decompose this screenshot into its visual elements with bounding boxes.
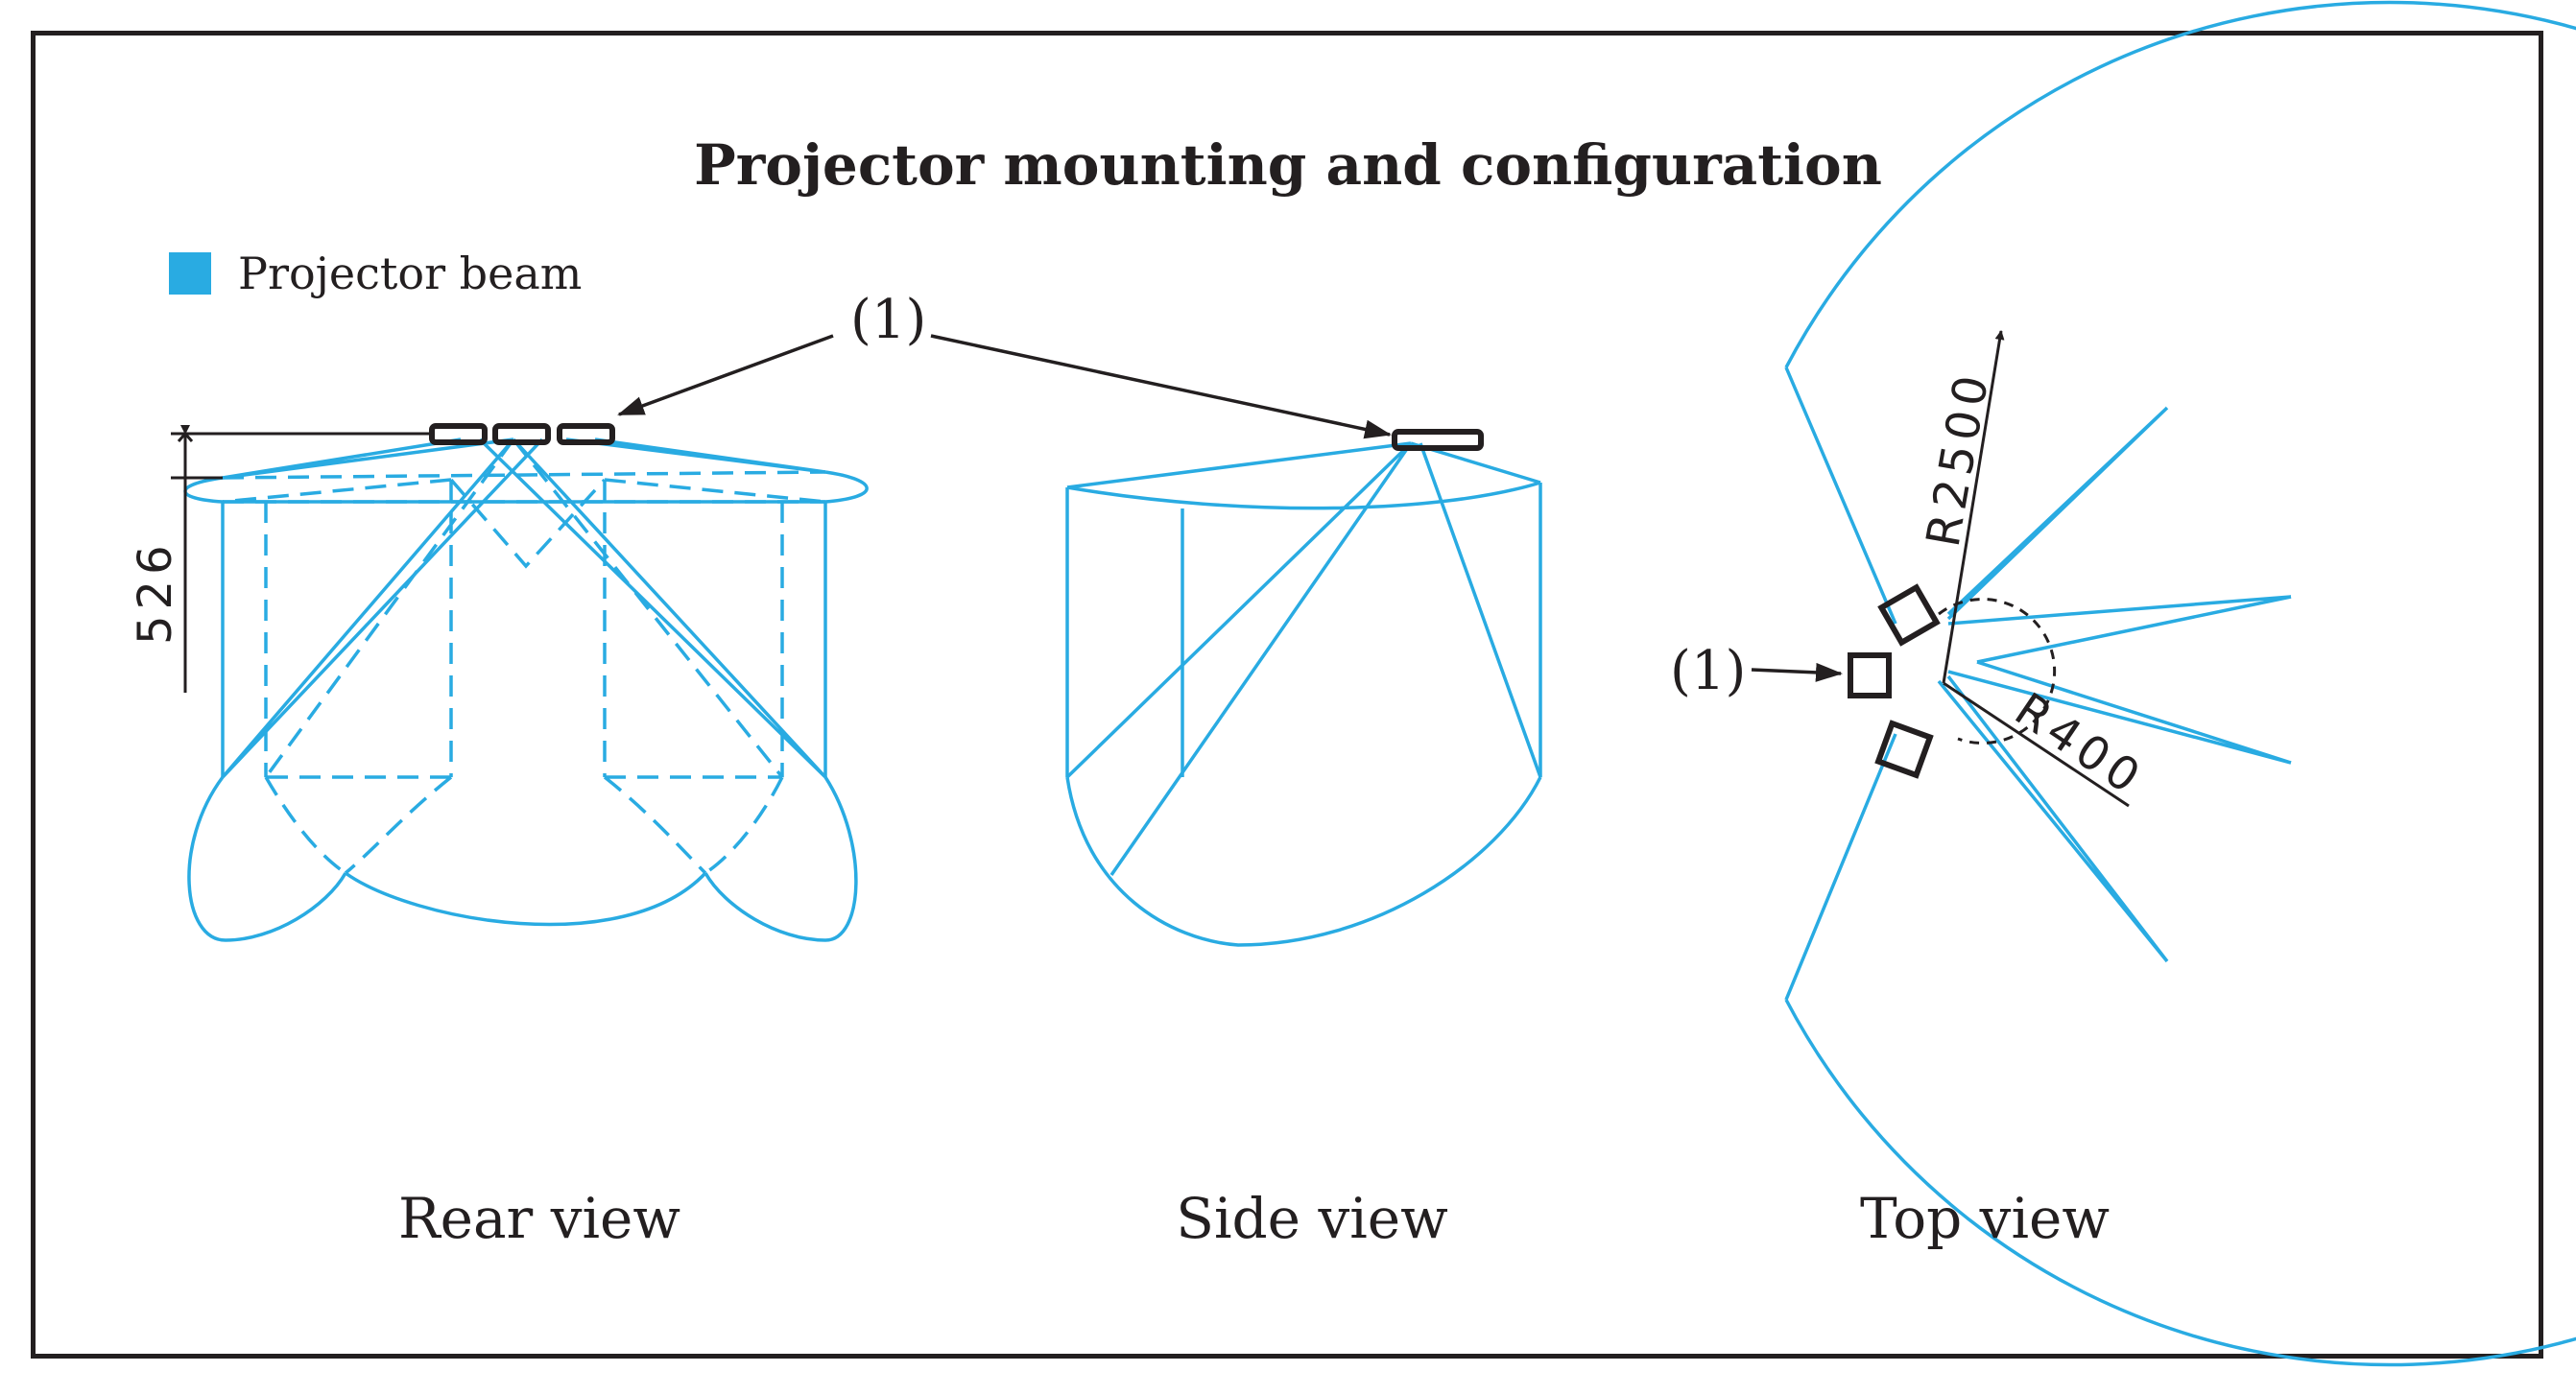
callout-label-top: (1) bbox=[1670, 640, 1746, 702]
callout-arrow-rear bbox=[617, 334, 834, 416]
top-beam-edges bbox=[1784, 366, 1897, 1001]
side-beam-sides bbox=[1065, 483, 1542, 777]
outer-radius-label: R2500 bbox=[1917, 366, 2000, 551]
callout-arrows bbox=[617, 334, 1843, 682]
top-projector-upper bbox=[1877, 583, 1941, 647]
rear-beam-rays bbox=[221, 437, 827, 779]
radius-dimensions bbox=[1942, 330, 2130, 808]
rear-view-drawing bbox=[183, 437, 869, 942]
top-projectors bbox=[1848, 583, 1941, 779]
height-dimension-label: 526 bbox=[129, 539, 182, 645]
rear-projectors bbox=[429, 423, 615, 445]
top-beam-outer-arc bbox=[1784, 0, 2576, 1367]
top-view-drawing bbox=[1784, 0, 2576, 1367]
rear-beam-bottom-arc bbox=[344, 871, 707, 927]
legend-swatch bbox=[169, 252, 211, 295]
legend: Projector beam bbox=[169, 248, 583, 299]
rear-beam-dashed-inner bbox=[222, 437, 826, 875]
height-dimension bbox=[171, 425, 432, 693]
side-view-label: Side view bbox=[1176, 1186, 1448, 1251]
side-view-drawing bbox=[1065, 441, 1542, 947]
side-beam-rays bbox=[1065, 441, 1542, 876]
top-projector-lower bbox=[1874, 720, 1934, 779]
legend-label: Projector beam bbox=[238, 248, 583, 299]
rear-projector-left bbox=[429, 423, 488, 445]
rear-view-label: Rear view bbox=[397, 1186, 681, 1251]
diagram-title: Projector mounting and configuration bbox=[694, 132, 1882, 198]
callout-arrow-side bbox=[930, 334, 1392, 439]
rear-beam-right-lobe bbox=[704, 776, 858, 942]
rear-projector-right bbox=[557, 423, 615, 445]
top-beam-dividers bbox=[1937, 406, 2292, 963]
rear-beam-top-dashed bbox=[222, 470, 826, 504]
top-projector-middle bbox=[1848, 652, 1892, 698]
rear-projector-center bbox=[492, 423, 551, 445]
top-view-label: Top view bbox=[1860, 1186, 2110, 1251]
rear-beam-sides bbox=[221, 502, 827, 777]
callout-label-main: (1) bbox=[850, 289, 926, 351]
side-beam-top-arc bbox=[1066, 481, 1541, 510]
side-projector bbox=[1392, 429, 1484, 451]
callout-arrow-top bbox=[1751, 662, 1843, 682]
side-beam-bottom-curve bbox=[1065, 776, 1542, 947]
rear-beam-left-lobe bbox=[187, 775, 347, 942]
